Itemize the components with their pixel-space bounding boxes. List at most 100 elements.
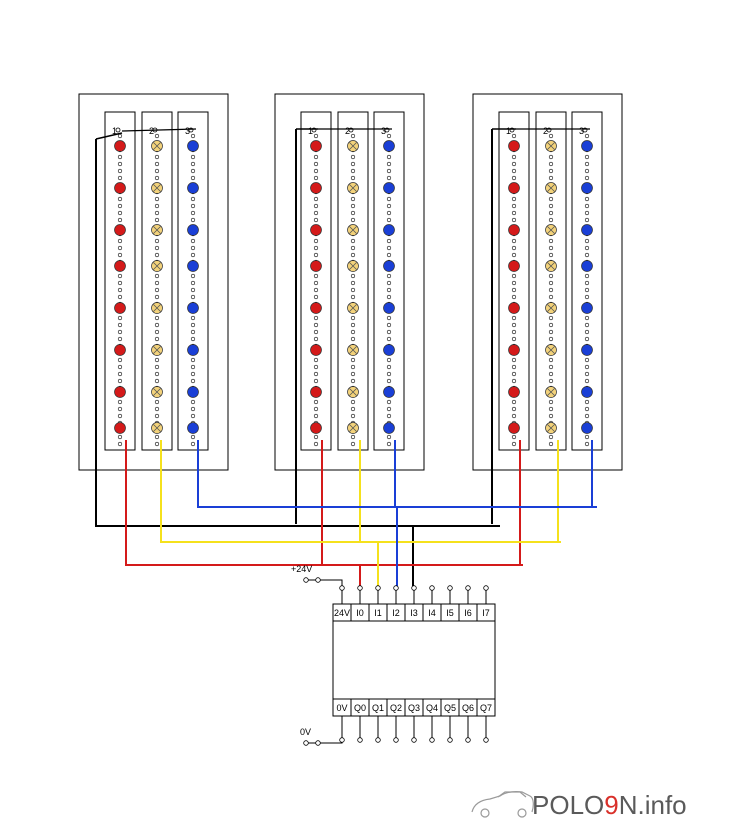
plc-input-terminal: I7 <box>482 608 490 618</box>
watermark-suffix: N.info <box>619 790 687 820</box>
chain-node <box>117 273 123 279</box>
chain-node <box>548 406 554 412</box>
amber-lamp-icon <box>545 302 557 314</box>
chain-node <box>190 371 196 377</box>
red-lamp <box>508 182 520 194</box>
supply-negative-label: 0V <box>300 727 311 737</box>
terminal-connector <box>411 585 417 591</box>
chain-node <box>584 399 590 405</box>
chain-node <box>386 196 392 202</box>
red-lamp <box>508 422 520 434</box>
chain-node <box>511 168 517 174</box>
chain-node <box>154 273 160 279</box>
chain-node <box>386 210 392 216</box>
chain-node <box>154 252 160 258</box>
black-common-wire <box>95 132 123 140</box>
chain-node <box>386 322 392 328</box>
chain-node <box>117 371 123 377</box>
chain-node <box>584 175 590 181</box>
column-label: 2 <box>345 126 350 136</box>
chain-node <box>548 378 554 384</box>
chain-node <box>313 413 319 419</box>
blue-lamp <box>581 224 593 236</box>
chain-node <box>190 273 196 279</box>
amber-lamp-icon <box>347 422 359 434</box>
chain-node <box>548 441 554 447</box>
terminal-connector <box>483 737 489 743</box>
red-lamp <box>310 260 322 272</box>
chain-node <box>386 441 392 447</box>
chain-node <box>386 357 392 363</box>
svg-text:POLO9N.info: POLO9N.info <box>532 790 687 820</box>
chain-node <box>548 364 554 370</box>
chain-node <box>548 252 554 258</box>
plc-output-terminal: Q3 <box>408 703 420 713</box>
blue-lamp <box>187 302 199 314</box>
blue-lamp <box>581 344 593 356</box>
blue-lamp <box>187 260 199 272</box>
blue-lamp <box>383 302 395 314</box>
chain-node <box>511 294 517 300</box>
chain-node <box>548 196 554 202</box>
chain-node <box>313 175 319 181</box>
red-lamp <box>114 344 126 356</box>
chain-node <box>584 406 590 412</box>
chain-node <box>154 154 160 160</box>
blue-lamp <box>187 182 199 194</box>
chain-node <box>511 245 517 251</box>
chain-node <box>511 161 517 167</box>
chain-node <box>511 252 517 258</box>
chain-node <box>350 196 356 202</box>
chain-node <box>548 245 554 251</box>
chain-node <box>190 203 196 209</box>
chain-node <box>190 336 196 342</box>
plc-output-terminal: Q1 <box>372 703 384 713</box>
chain-node <box>313 196 319 202</box>
amber-lamp-icon <box>347 302 359 314</box>
chain-node <box>386 364 392 370</box>
chain-node <box>313 322 319 328</box>
chain-node <box>584 413 590 419</box>
chain-node <box>190 175 196 181</box>
chain-node <box>584 357 590 363</box>
chain-node <box>117 168 123 174</box>
amber-lamp-icon <box>545 140 557 152</box>
chain-node <box>584 154 590 160</box>
red-lamp <box>508 302 520 314</box>
chain-node <box>350 245 356 251</box>
chain-node <box>154 133 160 139</box>
red-lamp <box>310 182 322 194</box>
chain-node <box>386 245 392 251</box>
red-lamp <box>310 422 322 434</box>
terminal-connector <box>393 737 399 743</box>
chain-node <box>154 434 160 440</box>
chain-node <box>584 252 590 258</box>
chain-node <box>511 406 517 412</box>
chain-node <box>350 441 356 447</box>
chain-node <box>190 217 196 223</box>
chain-node <box>313 154 319 160</box>
chain-node <box>154 280 160 286</box>
chain-node <box>548 161 554 167</box>
chain-node <box>511 399 517 405</box>
chain-node <box>584 322 590 328</box>
chain-node <box>548 322 554 328</box>
chain-node <box>548 371 554 377</box>
chain-node <box>190 280 196 286</box>
chain-node <box>584 217 590 223</box>
blue-lamp <box>383 140 395 152</box>
chain-node <box>511 371 517 377</box>
supply-positive-wire <box>320 579 343 586</box>
blue-lamp <box>187 224 199 236</box>
amber-lamp-icon <box>151 302 163 314</box>
blue-lamp <box>383 422 395 434</box>
blue-lamp <box>187 386 199 398</box>
chain-node <box>350 336 356 342</box>
terminal-connector <box>357 585 363 591</box>
chain-node <box>350 413 356 419</box>
chain-node <box>190 133 196 139</box>
red-lamp <box>310 386 322 398</box>
chain-node <box>584 315 590 321</box>
